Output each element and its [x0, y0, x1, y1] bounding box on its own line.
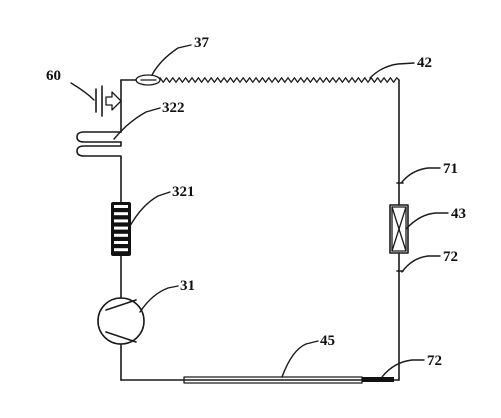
label-71: 71	[443, 161, 458, 177]
condenser-coil	[159, 77, 400, 83]
suction-coil	[76, 131, 122, 159]
leader-42	[369, 62, 415, 79]
filter-drier-slot	[114, 241, 128, 244]
leader-322	[113, 107, 161, 140]
leader-lines	[70, 44, 449, 378]
circuit-piping	[120, 79, 400, 381]
check-valve	[95, 85, 122, 117]
label-37: 37	[194, 35, 210, 51]
leader-43	[405, 212, 449, 230]
label-322: 322	[162, 100, 185, 116]
leader-37	[151, 44, 192, 76]
label-45: 45	[320, 333, 335, 349]
leader-60	[70, 82, 95, 101]
label-321: 321	[172, 184, 195, 200]
expansion-valve	[389, 204, 409, 254]
leader-72-lower	[381, 359, 425, 378]
label-72-lower: 72	[427, 353, 442, 369]
filter-drier-slot	[114, 226, 128, 230]
label-31: 31	[180, 278, 195, 294]
filter-drier-slot	[114, 205, 128, 208]
filter-drier-slot	[114, 233, 128, 237]
label-72-upper: 72	[443, 249, 458, 265]
leader-321	[129, 191, 171, 227]
capillary-tube	[135, 74, 161, 86]
filter-drier-slot	[114, 248, 128, 252]
compressor	[97, 297, 145, 345]
filter-drier	[111, 202, 131, 256]
leader-45	[281, 340, 319, 378]
reference-labels: 37 42 60 322 321 31 71 43 72 45 72	[46, 35, 466, 369]
leader-72-upper	[401, 255, 441, 273]
label-42: 42	[417, 55, 432, 71]
leader-71	[401, 167, 441, 183]
label-60: 60	[46, 68, 61, 84]
filter-drier-slot	[114, 219, 128, 223]
sensor-evaporator-outlet	[362, 377, 394, 382]
label-43: 43	[451, 206, 466, 222]
filter-drier-slot	[114, 212, 128, 216]
leader-31	[139, 285, 179, 313]
